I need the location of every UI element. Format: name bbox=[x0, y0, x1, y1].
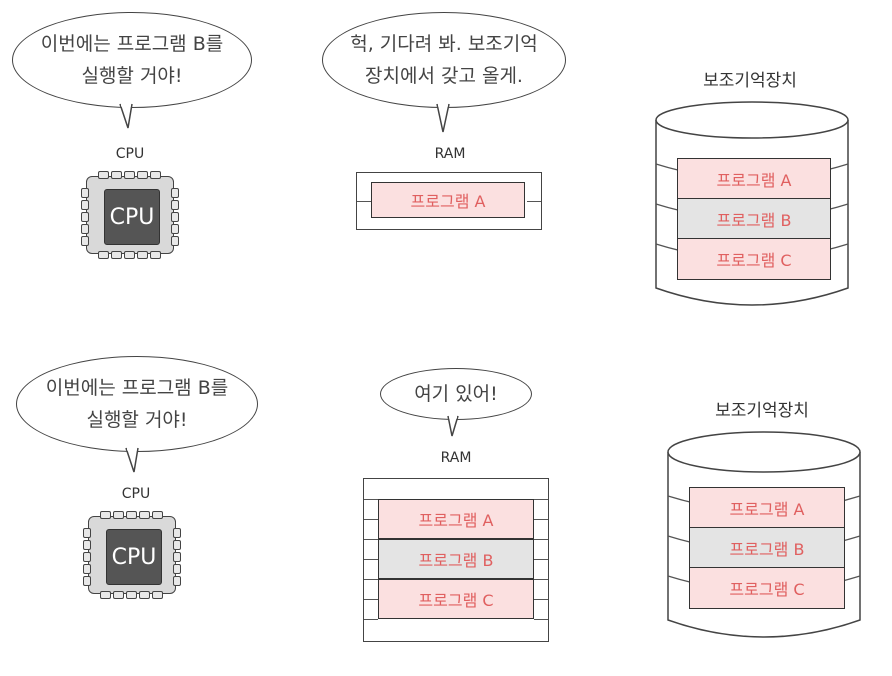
cpu-pin bbox=[81, 212, 89, 222]
storage-program-slot: 프로그램 C bbox=[689, 567, 845, 609]
ram-speech-line-1: 여기 있어! bbox=[414, 383, 498, 405]
cpu-pin bbox=[171, 224, 179, 234]
ram-line bbox=[534, 579, 548, 580]
ram-line bbox=[527, 201, 541, 202]
cpu-speech-bubble: 이번에는 프로그램 B를 실행할 거야! bbox=[12, 12, 252, 108]
storage-label: 보조기억장치 bbox=[703, 71, 797, 91]
ram-line bbox=[534, 539, 548, 540]
cpu-pin bbox=[139, 511, 150, 519]
storage-program-slot: 프로그램 B bbox=[689, 527, 845, 569]
ram-line bbox=[364, 519, 378, 520]
cpu-pin bbox=[152, 591, 163, 599]
cpu-pin bbox=[98, 171, 109, 179]
cpu-pin bbox=[171, 188, 179, 198]
cpu-pin bbox=[171, 236, 179, 246]
cpu-label: CPU bbox=[115, 146, 145, 162]
cpu-pin bbox=[126, 511, 137, 519]
cpu-chip-core: CPU bbox=[104, 189, 160, 245]
speech-tail bbox=[119, 103, 133, 129]
cpu-pin bbox=[98, 251, 109, 259]
ram-line bbox=[534, 599, 548, 600]
cpu-speech-bubble: 이번에는 프로그램 B를 실행할 거야! bbox=[16, 356, 258, 452]
ram-line bbox=[534, 499, 548, 500]
ram-line bbox=[534, 619, 548, 620]
storage-label: 보조기억장치 bbox=[715, 401, 809, 421]
ram-label: RAM bbox=[440, 450, 472, 466]
speech-tail bbox=[125, 447, 139, 473]
storage-program-slot: 프로그램 C bbox=[677, 238, 831, 280]
cpu-pin bbox=[83, 540, 91, 550]
ram-speech-line-1: 헉, 기다려 봐. 보조기억 bbox=[350, 33, 538, 55]
ram-line bbox=[364, 559, 378, 560]
cpu-pin bbox=[152, 511, 163, 519]
cpu-pin bbox=[111, 171, 122, 179]
cpu-pin bbox=[113, 591, 124, 599]
cpu-pin bbox=[81, 200, 89, 210]
ram-line bbox=[364, 619, 378, 620]
storage-program-slot: 프로그램 A bbox=[689, 487, 845, 529]
cpu-pin bbox=[171, 212, 179, 222]
cpu-pin bbox=[81, 236, 89, 246]
cpu-pin bbox=[124, 171, 135, 179]
cpu-chip-body: CPU bbox=[88, 516, 176, 594]
cpu-pin bbox=[111, 251, 122, 259]
ram-speech-bubble: 여기 있어! bbox=[380, 368, 532, 420]
ram-speech-bubble: 헉, 기다려 봐. 보조기억 장치에서 갖고 올게. bbox=[322, 12, 566, 108]
ram-line bbox=[364, 499, 378, 500]
cpu-label: CPU bbox=[121, 486, 151, 502]
cpu-pin bbox=[126, 591, 137, 599]
ram-line bbox=[534, 559, 548, 560]
cpu-pin bbox=[83, 576, 91, 586]
cpu-pin bbox=[173, 552, 181, 562]
cpu-pin bbox=[139, 591, 150, 599]
cpu-pin bbox=[81, 224, 89, 234]
ram-line bbox=[534, 519, 548, 520]
cpu-pin bbox=[173, 576, 181, 586]
cpu-speech-line-2: 실행할 거야! bbox=[86, 409, 188, 431]
cpu-pin bbox=[100, 511, 111, 519]
cpu-speech-line-1: 이번에는 프로그램 B를 bbox=[45, 377, 229, 399]
ram-program-slot: 프로그램 A bbox=[378, 499, 534, 539]
cpu-chip: CPU bbox=[80, 508, 182, 600]
cpu-pin bbox=[137, 171, 148, 179]
ram-line bbox=[364, 599, 378, 600]
cpu-speech-line-2: 실행할 거야! bbox=[81, 65, 183, 87]
cpu-pin bbox=[173, 564, 181, 574]
cpu-pin bbox=[171, 200, 179, 210]
cpu-pin bbox=[173, 528, 181, 538]
cpu-speech-line-1: 이번에는 프로그램 B를 bbox=[40, 33, 224, 55]
cpu-pin bbox=[150, 171, 161, 179]
cpu-pin bbox=[113, 511, 124, 519]
cpu-pin bbox=[137, 251, 148, 259]
cpu-chip: CPU bbox=[78, 168, 180, 260]
cpu-pin bbox=[81, 188, 89, 198]
cpu-pin bbox=[124, 251, 135, 259]
storage-program-slot: 프로그램 A bbox=[677, 158, 831, 200]
ram-module: 프로그램 A 프로그램 B 프로그램 C bbox=[363, 478, 549, 642]
ram-line bbox=[357, 201, 371, 202]
ram-line bbox=[364, 579, 378, 580]
speech-tail bbox=[447, 415, 459, 437]
cpu-chip-body: CPU bbox=[86, 176, 174, 254]
ram-program-slot: 프로그램 A bbox=[371, 182, 525, 218]
ram-program-slot: 프로그램 C bbox=[378, 579, 534, 619]
cpu-pin bbox=[173, 540, 181, 550]
cpu-pin bbox=[150, 251, 161, 259]
ram-label: RAM bbox=[434, 146, 466, 162]
cpu-pin bbox=[83, 528, 91, 538]
ram-speech-line-2: 장치에서 갖고 올게. bbox=[365, 65, 523, 87]
cpu-pin bbox=[100, 591, 111, 599]
cpu-chip-core: CPU bbox=[106, 529, 162, 585]
speech-tail bbox=[436, 103, 450, 133]
cpu-pin bbox=[83, 552, 91, 562]
ram-module: 프로그램 A bbox=[356, 172, 542, 230]
storage-program-slot: 프로그램 B bbox=[677, 198, 831, 240]
cpu-pin bbox=[83, 564, 91, 574]
ram-program-slot: 프로그램 B bbox=[378, 539, 534, 579]
ram-line bbox=[364, 539, 378, 540]
